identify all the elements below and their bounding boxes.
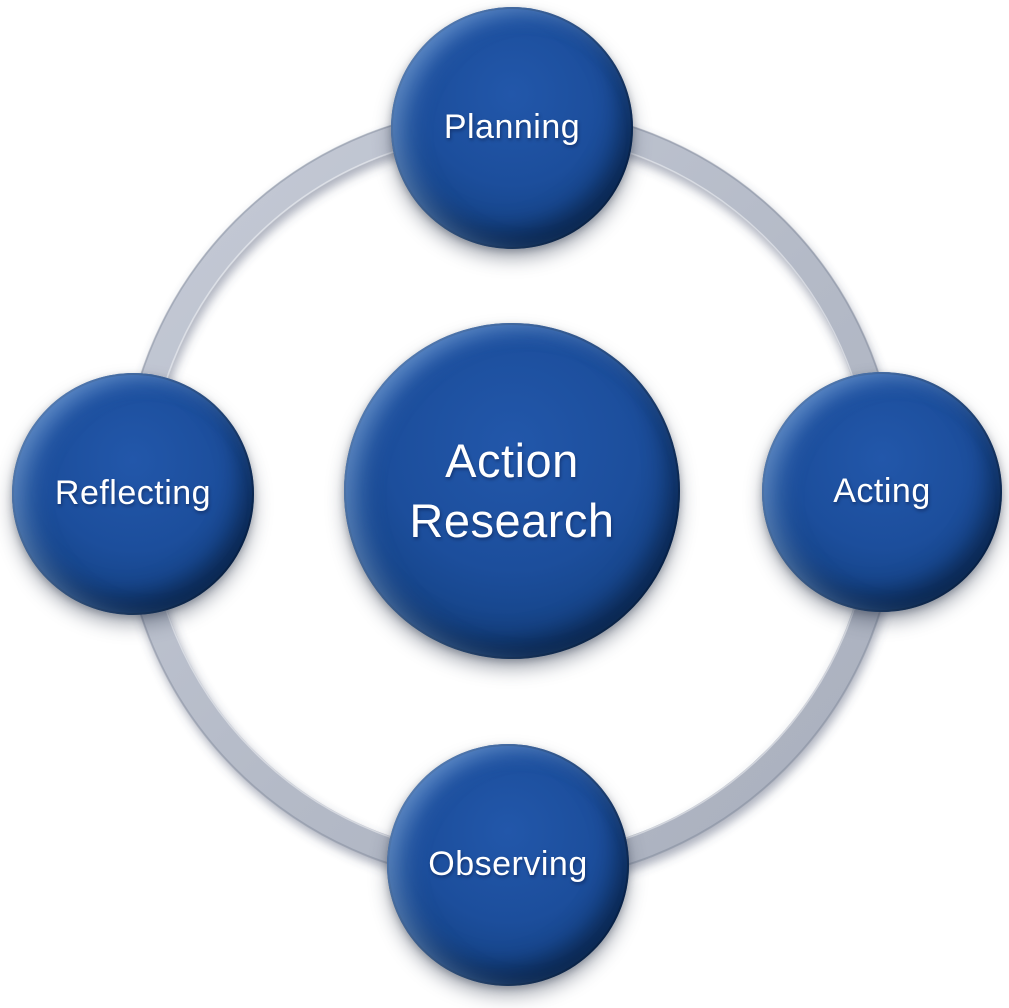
node-observing-label: Observing [428,845,588,884]
node-action-research: Action Research [344,323,680,659]
node-reflecting: Reflecting [12,373,254,615]
node-observing: Observing [387,744,629,986]
node-acting: Acting [762,372,1002,612]
node-acting-label: Acting [833,472,931,511]
node-reflecting-label: Reflecting [54,474,212,513]
node-planning-label: Planning [443,108,581,147]
node-action-research-label: Action Research [409,433,615,547]
node-planning: Planning [391,7,633,249]
